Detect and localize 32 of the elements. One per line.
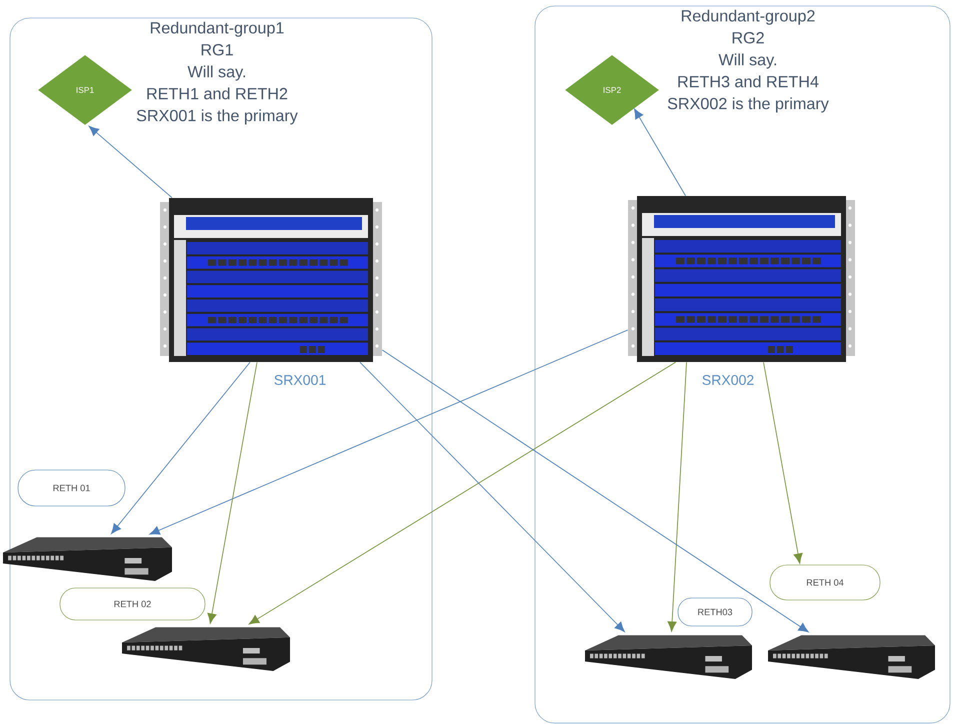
node-label: RETH1 and RETH2 — [147, 87, 288, 100]
arrow — [668, 362, 687, 632]
arrow — [207, 362, 258, 624]
group-heading: Redundant-group2 RG2 Will say. RETH3 and RETH4 SRX002 is the primary — [668, 10, 829, 112]
arrow — [634, 108, 686, 196]
node-label: RG2 — [732, 32, 764, 44]
switch-drawing — [768, 635, 935, 679]
node-label: SRX001 is the primary — [136, 109, 298, 124]
node-label: Will say. — [718, 54, 776, 69]
node-label: RETH3 and RETH4 — [678, 75, 818, 88]
arrow — [150, 330, 628, 535]
node-label: Redundant-group1 — [150, 22, 284, 37]
arrow — [763, 362, 803, 564]
node-label: Will say. — [188, 66, 246, 81]
group-heading: Redundant-group1 RG1 Will say. RETH1 and RETH2 SRX001 is the primary — [136, 22, 298, 124]
rounded-box: RETH 02 — [60, 588, 206, 620]
switch-drawing — [122, 627, 290, 671]
rounded-box: RETH03 — [678, 598, 752, 626]
arrow — [360, 362, 625, 632]
node-label: Redundant-group2 — [682, 10, 815, 25]
arrow — [382, 350, 809, 632]
device-label: SRX002 — [702, 375, 754, 385]
node-label: SRX002 is the primary — [668, 97, 829, 112]
arrow — [111, 362, 250, 534]
arrow — [88, 126, 172, 198]
switch-drawing — [585, 635, 752, 679]
device-label: SRX001 — [274, 375, 326, 385]
arrow — [248, 362, 676, 624]
rounded-box: RETH 01 — [18, 470, 126, 506]
node-label: RG1 — [202, 44, 233, 56]
rounded-box: RETH 04 — [770, 564, 880, 600]
switch-drawing — [3, 537, 172, 581]
